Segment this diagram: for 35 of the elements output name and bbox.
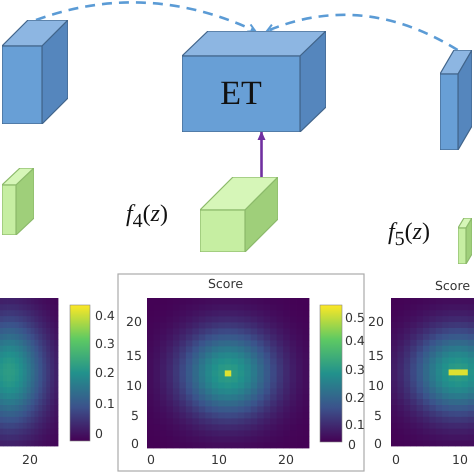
tick-label: 15 — [368, 350, 384, 362]
tick-label: 10 — [452, 454, 468, 466]
tick-label: 20 — [126, 316, 142, 328]
tick-label: 0.4 — [95, 310, 115, 322]
tick-label: 10 — [211, 454, 227, 466]
tick-label: 0 — [348, 439, 356, 452]
tick-label: 0.3 — [95, 338, 115, 350]
plot-title: Score — [208, 278, 244, 290]
tick-label: 0.1 — [95, 398, 115, 410]
arrow — [258, 131, 266, 177]
tick-label: 0.2 — [95, 367, 115, 380]
tick-label: 20 — [368, 316, 384, 328]
tick-label: 0.1 — [345, 419, 365, 432]
tick-label: 0.5 — [345, 312, 365, 324]
tick-label: 0 — [95, 428, 103, 440]
function-label: f$_{5}$(z) — [388, 220, 430, 249]
tick-label: 15 — [126, 350, 142, 362]
tick-label: 0 — [392, 454, 400, 466]
tick-label: 0.2 — [345, 392, 365, 404]
arrow — [36, 1, 256, 33]
tick-label: 20 — [22, 454, 38, 466]
tick-label: 20 — [278, 454, 294, 466]
tick-label: 10 — [368, 380, 384, 392]
plot-title: Score — [435, 280, 470, 292]
block-label: ET — [220, 77, 262, 111]
tick-label: 10 — [126, 380, 142, 392]
tick-label: 0 — [131, 438, 139, 450]
arrow — [266, 14, 458, 52]
tick-label: 0.4 — [345, 335, 365, 348]
tick-label: 5 — [131, 410, 139, 422]
function-label: f$_{4}$(z) — [126, 202, 168, 231]
tick-label: 0.3 — [345, 364, 365, 376]
tick-label: 5 — [374, 410, 382, 422]
tick-label: 0 — [147, 454, 155, 466]
tick-label: 0 — [374, 438, 382, 450]
